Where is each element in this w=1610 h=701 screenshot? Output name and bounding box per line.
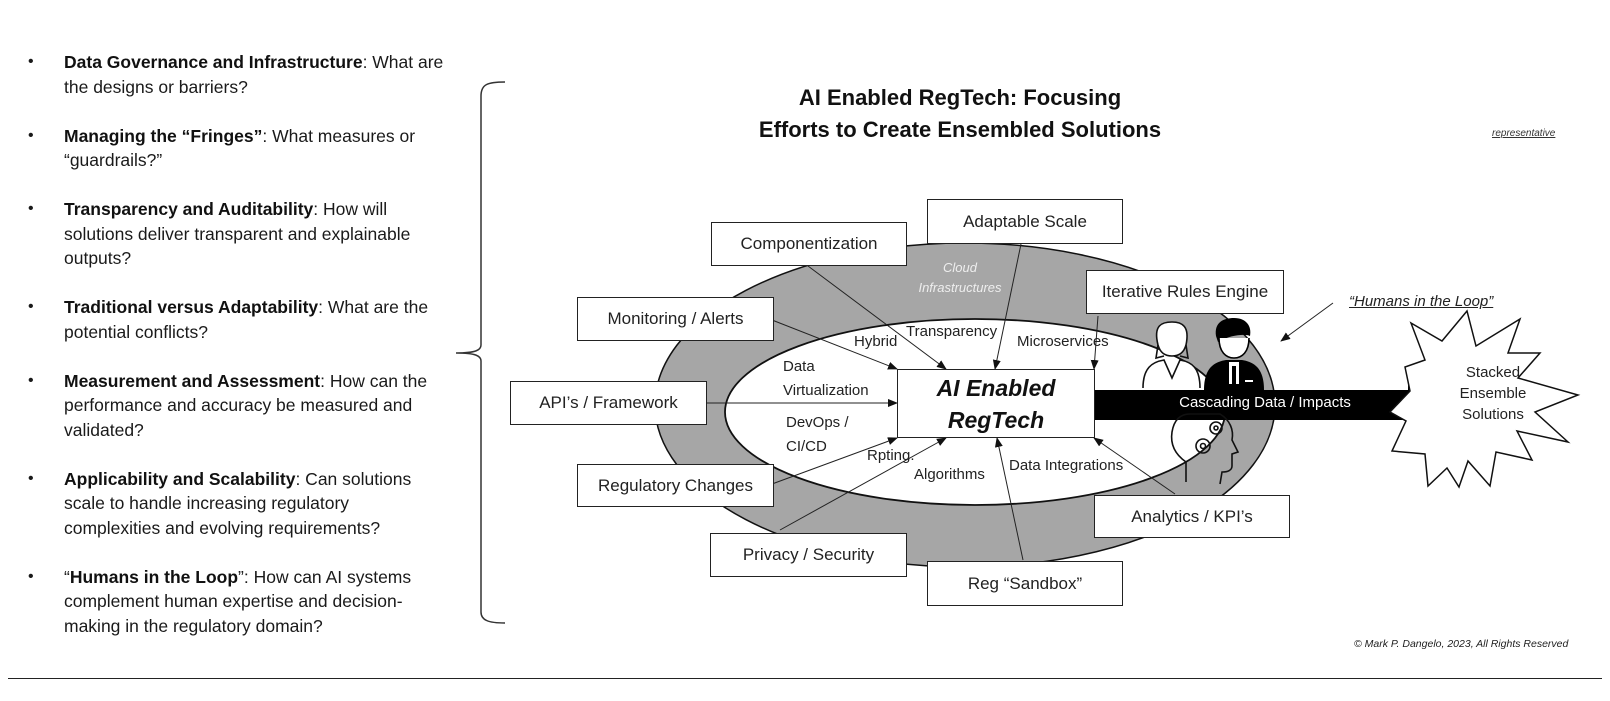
bullet-heading: Applicability and Scalability	[64, 468, 296, 489]
bullet-item: • Data Governance and Infrastructure: Wh…	[28, 50, 448, 99]
connector-iterative-rules	[1090, 315, 1099, 370]
connector-regulatory	[771, 437, 898, 485]
bullet-text: : What are the designs or barriers?	[64, 52, 444, 97]
bullet-text: : What are the potential conflicts?	[64, 297, 429, 342]
bullet-heading: Measurement and Assessment	[64, 370, 321, 391]
starburst-line-1: Stacked	[1465, 364, 1521, 381]
box-apis-framework: API’s / Framework	[510, 381, 707, 425]
label-hybrid: Hybrid	[854, 333, 898, 350]
label-devops: DevOps / CI/CD	[786, 411, 849, 459]
bullet-text: : Can solutions scale to handle increasi…	[64, 468, 412, 538]
bullet-heading: Traditional versus Adaptability	[64, 297, 319, 317]
bullet-item: • Traditional versus Adaptability: What …	[28, 295, 448, 344]
box-adaptable-scale: Adaptable Scale	[927, 199, 1123, 244]
bullet-icon: •	[28, 298, 34, 315]
head-gears-icon	[1170, 413, 1240, 485]
bullet-heading: Transparency and Auditability	[64, 199, 314, 219]
bullet-text: : What measures or “guardrails?”	[64, 125, 416, 171]
bullet-text: : How can the performance and accuracy b…	[64, 370, 428, 440]
cascade-arrow-label: Cascading Data / Impacts	[1179, 394, 1351, 411]
bullet-icon: •	[28, 567, 34, 585]
diagram-title: AI Enabled RegTech: Focusing Efforts to …	[700, 82, 1220, 146]
bullet-icon: •	[28, 371, 34, 389]
representative-note: representative	[1492, 128, 1556, 139]
label-transparency: Transparency	[906, 323, 998, 340]
bullet-icon: •	[28, 126, 34, 144]
label-devops-1: DevOps /	[786, 414, 849, 431]
bullet-item: • Applicability and Scalability: Can sol…	[28, 467, 448, 541]
label-algorithms: Algorithms	[914, 466, 985, 483]
label-virtualization: Virtualization	[783, 382, 869, 399]
label-microservices: Microservices	[1017, 333, 1109, 350]
label-data-virtualization: Data Virtualization	[783, 355, 869, 403]
copyright-notice: © Mark P. Dangelo, 2023, All Rights Rese…	[1354, 638, 1569, 650]
center-ai-enabled-regtech: AI Enabled RegTech	[897, 369, 1095, 438]
box-reg-sandbox: Reg “Sandbox”	[927, 561, 1123, 606]
bullet-text: ”: How can AI systems complement human e…	[64, 566, 412, 636]
connector-componentization	[807, 265, 947, 370]
bullet-heading: Humans in the Loop	[69, 566, 239, 587]
starburst-line-3: Solutions	[1462, 406, 1524, 423]
label-cicd: CI/CD	[786, 438, 827, 455]
humans-in-loop-pointer	[1280, 302, 1334, 342]
bullet-heading: Managing the “Fringes”	[64, 125, 263, 146]
bullet-icon: •	[28, 53, 34, 70]
title-line-1: AI Enabled RegTech: Focusing	[798, 85, 1122, 110]
man-icon	[1204, 318, 1264, 390]
curly-brace	[455, 81, 506, 624]
bottom-divider	[8, 678, 1602, 679]
box-componentization: Componentization	[711, 222, 907, 266]
bullet-item: • Transparency and Auditability: How wil…	[28, 197, 448, 271]
connector-analytics	[1093, 437, 1176, 495]
bullet-item: • Managing the “Fringes”: What measures …	[28, 124, 448, 173]
box-iterative-rules-engine: Iterative Rules Engine	[1086, 270, 1284, 314]
cloud-infrastructures-label: Cloud Infrastructures	[905, 258, 1015, 298]
humans-in-loop-label: “Humans in the Loop”	[1349, 293, 1494, 310]
connector-sandbox	[994, 437, 1024, 561]
bullet-item: • Measurement and Assessment: How can th…	[28, 369, 448, 443]
cascade-arrow	[1095, 372, 1448, 438]
box-analytics-kpis: Analytics / KPI’s	[1094, 495, 1290, 538]
bullet-item: • “Humans in the Loop”: How can AI syste…	[28, 565, 448, 639]
box-monitoring-alerts: Monitoring / Alerts	[577, 297, 774, 341]
box-privacy-security: Privacy / Security	[710, 533, 907, 577]
bullet-icon: •	[28, 469, 34, 487]
connector-privacy	[779, 437, 947, 531]
title-line-2: Efforts to Create Ensembled Solutions	[758, 117, 1162, 142]
starburst	[1388, 309, 1581, 489]
center-line-2: RegTech	[947, 406, 1045, 433]
bullet-prefix: “	[64, 566, 70, 587]
question-list: • Data Governance and Infrastructure: Wh…	[28, 50, 448, 638]
label-rpting: Rpting.	[867, 447, 915, 464]
connector-monitoring	[771, 319, 898, 370]
bullet-text: : How will solutions deliver transparent…	[64, 199, 411, 268]
connector-adaptable-scale	[992, 243, 1022, 370]
label-data-integrations: Data Integrations	[1009, 457, 1124, 474]
cloud-line-1: Cloud	[943, 260, 977, 275]
bullet-heading: Data Governance and Infrastructure	[64, 52, 363, 72]
starburst-label: Stacked Ensemble Solutions	[1443, 362, 1543, 425]
box-regulatory-changes: Regulatory Changes	[577, 464, 774, 507]
cloud-line-2: Infrastructures	[918, 280, 1002, 295]
label-data: Data	[783, 358, 815, 375]
bullet-icon: •	[28, 200, 34, 217]
center-line-1: AI Enabled	[936, 374, 1056, 401]
woman-icon	[1142, 321, 1201, 389]
starburst-line-2: Ensemble	[1459, 385, 1527, 402]
